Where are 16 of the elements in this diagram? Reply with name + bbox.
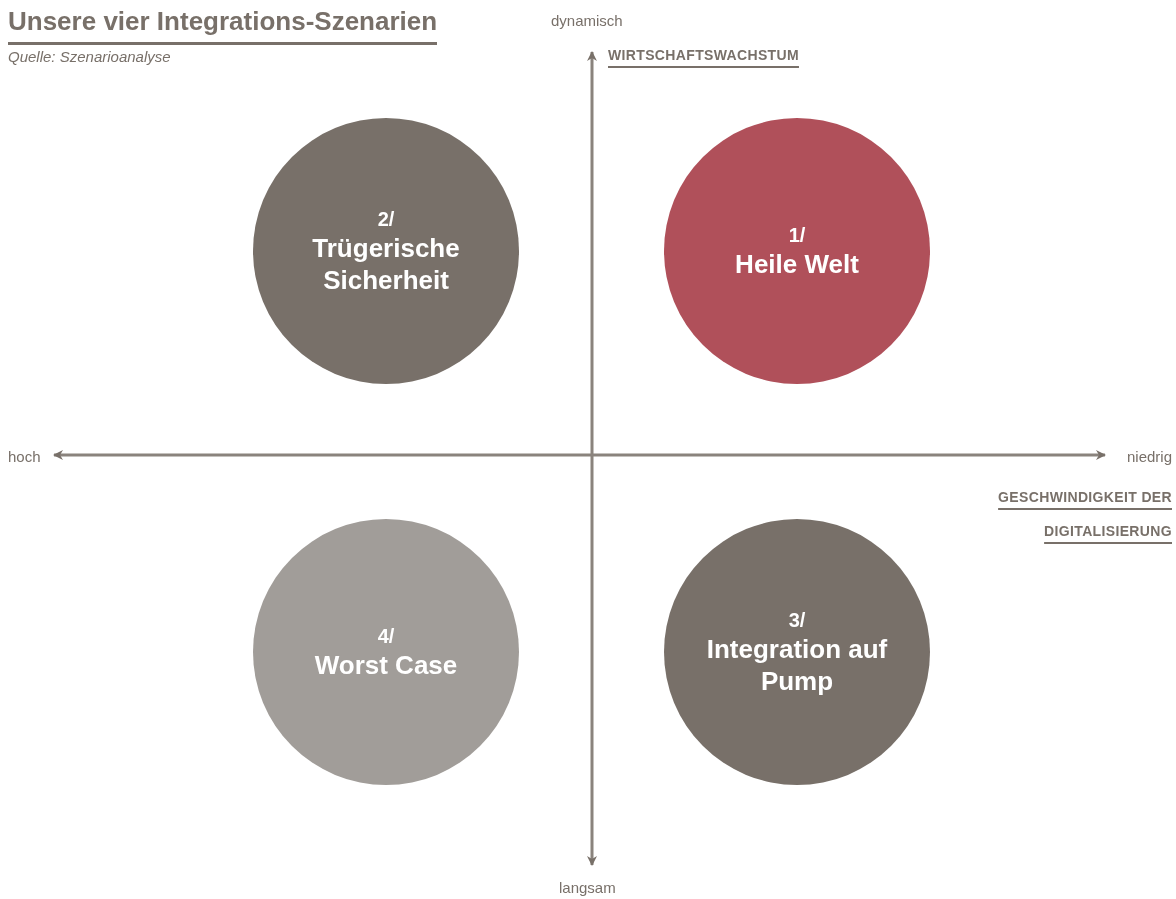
axis-label: dynamisch [551, 11, 623, 31]
scenario-name: Integration auf Pump [705, 633, 889, 697]
axis-label: langsam [559, 878, 616, 898]
scenario-name: Heile Welt [734, 248, 860, 280]
title: Unsere vier Integrations-Szenarien [8, 2, 438, 45]
scenario-number: 2/ [377, 207, 395, 232]
axis-label: niedrig [1126, 447, 1172, 467]
scenario-name: Trügerische Sicherheit [311, 232, 461, 296]
scenario-number: 4/ [377, 624, 395, 649]
axis-label: hoch [8, 447, 41, 467]
source-note: Quelle: Szenarioanalyse [8, 47, 171, 67]
scenario-number: 1/ [788, 223, 806, 248]
axis-label: WIRTSCHAFTSWACHSTUM [608, 46, 799, 65]
scenario-number: 3/ [788, 608, 806, 633]
axis-label: GESCHWINDIGKEIT DER DIGITALISIERUNG [997, 488, 1172, 541]
scenario-name: Worst Case [313, 649, 459, 681]
